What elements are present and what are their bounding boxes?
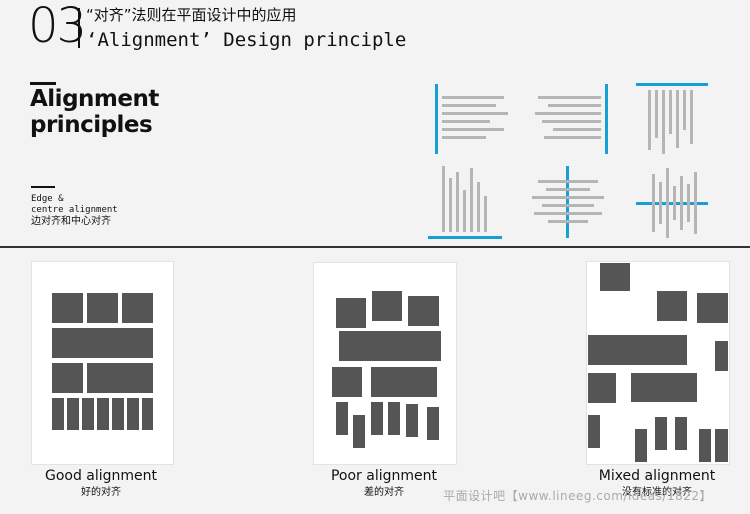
top-align-icon (636, 83, 708, 154)
poor-alignment-caption: Poor alignment (330, 468, 437, 484)
subtitle-en: Edge & centre alignment (31, 194, 118, 216)
subtitle-cn: 边对齐和中心对齐 (31, 216, 111, 227)
subtitle-en-line2: centre alignment (31, 205, 118, 215)
bottom-align-icon (428, 166, 502, 239)
header-divider (78, 8, 80, 48)
left-align-icon (435, 84, 508, 154)
horizontal-centre-align-icon (636, 168, 708, 238)
section-title-line1: Alignment (30, 86, 159, 112)
watermark: 平面设计吧【www.lineeg.com/ideas/1822】 (443, 489, 712, 503)
poor-alignment-layout (332, 291, 441, 448)
mixed-alignment-caption-cn: 没有标准的对齐 (622, 487, 692, 498)
mixed-alignment-caption: Mixed alignment (598, 468, 716, 484)
header-title-cn: “对齐”法则在平面设计中的应用 (86, 6, 297, 24)
section-number: 03 (28, 0, 87, 54)
poor-alignment-panel (313, 262, 457, 465)
subtitle-en-line1: Edge & (31, 194, 64, 204)
section-divider (0, 246, 750, 248)
good-alignment-panel (31, 261, 174, 465)
poor-alignment-caption-cn: 差的对齐 (364, 487, 404, 498)
vertical-centre-align-icon (532, 166, 604, 238)
right-align-icon (535, 84, 608, 154)
good-alignment-layout (52, 293, 153, 430)
title-rule (30, 82, 56, 85)
section-title-line2: principles (30, 112, 153, 138)
good-alignment-caption: Good alignment (44, 468, 158, 484)
alignment-icons (428, 83, 708, 239)
mixed-alignment-panel (586, 261, 730, 465)
good-alignment-caption-cn: 好的对齐 (81, 487, 121, 498)
subtitle-rule (31, 186, 55, 188)
header-title-en: ‘Alignment’ Design principle (86, 29, 407, 51)
section-title: Alignment principles (30, 86, 159, 138)
mixed-alignment-layout (588, 263, 728, 462)
